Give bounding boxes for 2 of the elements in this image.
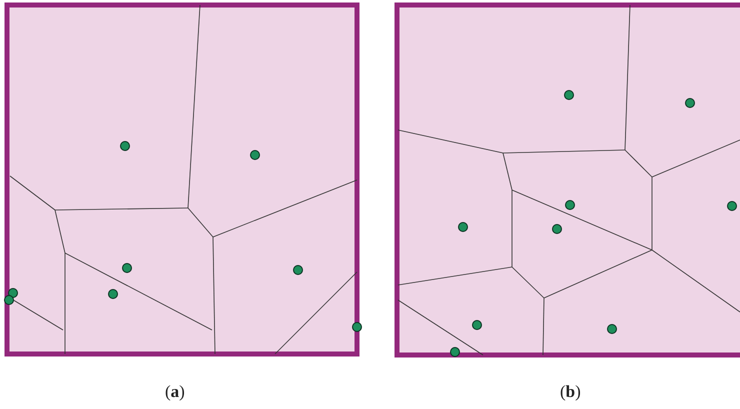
panel-label: (b)	[560, 382, 581, 402]
panel-label: (a)	[165, 382, 185, 402]
